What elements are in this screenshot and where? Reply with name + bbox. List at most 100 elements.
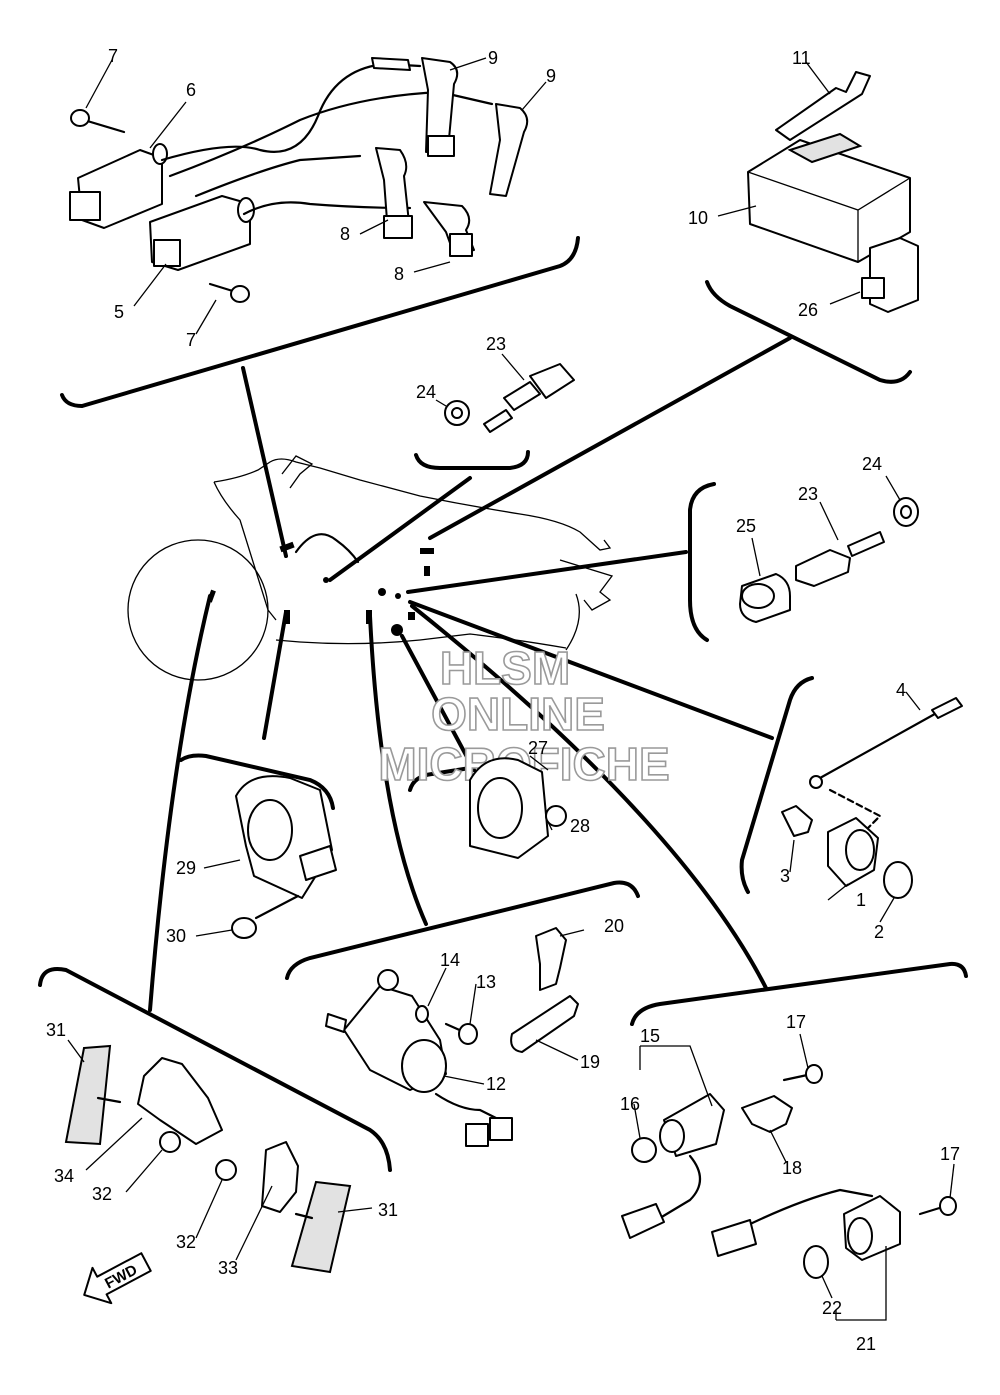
horn-left-bracket bbox=[299, 845, 337, 881]
main-switch-bolt bbox=[781, 805, 813, 837]
callout-6: 6 bbox=[186, 80, 196, 100]
callout-24-upper: 24 bbox=[416, 382, 436, 402]
starter-connector-a bbox=[465, 1123, 489, 1147]
nut-32-right bbox=[215, 1159, 237, 1181]
callout-17-lower: 17 bbox=[940, 1144, 960, 1164]
horn-left-group bbox=[231, 775, 337, 939]
bolt-13 bbox=[458, 1023, 478, 1045]
callout-14: 14 bbox=[440, 950, 460, 970]
spark-plug-cap-4-boot bbox=[449, 233, 473, 257]
callout-8-left: 8 bbox=[340, 224, 350, 244]
bracket-speed-sensor bbox=[630, 961, 968, 1026]
o-ring-16 bbox=[631, 1137, 657, 1163]
callout-18: 18 bbox=[782, 1158, 802, 1178]
main-switch-group bbox=[781, 697, 963, 899]
footrest-bracket-left bbox=[137, 1057, 223, 1145]
callout-7-lower: 7 bbox=[186, 330, 196, 350]
washer-14 bbox=[415, 1005, 429, 1023]
callout-32-left: 32 bbox=[92, 1184, 112, 1204]
callout-16: 16 bbox=[620, 1094, 640, 1114]
bracket-ignition-coil-group bbox=[60, 236, 580, 409]
callout-numbers: 1 2 3 4 5 6 7 7 8 8 9 9 10 11 12 13 14 1… bbox=[46, 46, 960, 1354]
footrest-rubber-left bbox=[64, 1044, 112, 1146]
fwd-direction-marker: FWD bbox=[83, 1252, 152, 1305]
starter-relay-bracket bbox=[535, 927, 567, 991]
callout-9-right: 9 bbox=[546, 66, 556, 86]
callout-12: 12 bbox=[486, 1074, 506, 1094]
o-ring-22 bbox=[803, 1245, 829, 1279]
horn-left-bolt bbox=[231, 917, 257, 939]
sensor-upper-body bbox=[529, 363, 575, 399]
leader-to-horn-left bbox=[262, 610, 288, 740]
speed-sensor-15-connector bbox=[621, 1203, 665, 1239]
sensor-upper-tip bbox=[483, 409, 513, 433]
callout-23-upper: 23 bbox=[486, 334, 506, 354]
starter-connector-b bbox=[489, 1117, 513, 1141]
callout-3: 3 bbox=[780, 866, 790, 886]
sensor-right-group bbox=[739, 497, 919, 623]
bracket-main-switch bbox=[739, 676, 814, 894]
callout-25: 25 bbox=[736, 516, 756, 536]
leader-to-footrests bbox=[148, 594, 212, 1012]
callout-9-left: 9 bbox=[488, 48, 498, 68]
horn-right-group bbox=[469, 757, 567, 859]
clamp-18 bbox=[741, 1095, 793, 1133]
footrest-bracket-right bbox=[261, 1141, 299, 1213]
main-switch-o-ring bbox=[883, 861, 913, 899]
bracket-starter-group bbox=[285, 880, 640, 980]
ecu-unit bbox=[747, 139, 911, 263]
callout-31-left: 31 bbox=[46, 1020, 66, 1040]
callout-23-right: 23 bbox=[798, 484, 818, 504]
motorcycle-silhouette bbox=[127, 455, 614, 681]
bolt-lower-head bbox=[230, 285, 250, 303]
watermark-line-1: HLSM bbox=[440, 642, 570, 694]
callout-8-right: 8 bbox=[394, 264, 404, 284]
callout-11: 11 bbox=[792, 48, 811, 68]
callout-5: 5 bbox=[114, 302, 124, 322]
callout-7-upper: 7 bbox=[108, 46, 118, 66]
ignition-coil-upper-connector bbox=[69, 191, 101, 221]
group-brackets bbox=[38, 236, 968, 1172]
bracket-horn-left bbox=[179, 753, 335, 810]
callout-31-right: 31 bbox=[378, 1200, 398, 1220]
leader-to-starter bbox=[368, 614, 428, 926]
callout-2: 2 bbox=[874, 922, 884, 942]
footrest-group bbox=[64, 1044, 352, 1274]
callout-26: 26 bbox=[798, 300, 818, 320]
starter-lead-boot bbox=[510, 995, 579, 1053]
watermark-line-2: ONLINE bbox=[431, 688, 605, 740]
sensor-upper-group bbox=[444, 363, 575, 433]
callout-29: 29 bbox=[176, 858, 196, 878]
relay-unit bbox=[869, 237, 919, 313]
bolt-upper-shaft bbox=[82, 118, 126, 134]
callout-32-right: 32 bbox=[176, 1232, 196, 1252]
callout-22: 22 bbox=[822, 1298, 842, 1318]
leader-to-main-switch bbox=[408, 600, 774, 740]
horn-right-nut bbox=[545, 805, 567, 827]
starter-motor-group bbox=[325, 927, 579, 1147]
leader-to-horn-right bbox=[400, 634, 476, 772]
callout-4: 4 bbox=[896, 680, 906, 700]
leader-to-ignition bbox=[241, 366, 288, 558]
ecu-strap bbox=[775, 71, 871, 141]
speed-sensor-21-connector bbox=[711, 1219, 757, 1257]
bracket-ecu-group bbox=[705, 280, 912, 384]
callout-21: 21 bbox=[856, 1334, 876, 1354]
leader-to-ecu bbox=[428, 336, 792, 540]
callout-1: 1 bbox=[856, 890, 866, 910]
callout-27: 27 bbox=[528, 738, 548, 758]
spark-plug-cap-2 bbox=[489, 103, 529, 197]
callout-20: 20 bbox=[604, 916, 624, 936]
bolt-upper-head bbox=[70, 109, 90, 127]
relay-connector bbox=[861, 277, 885, 299]
leader-to-speed-sensor bbox=[410, 604, 768, 990]
group-leader-lines bbox=[148, 336, 792, 1012]
callout-17-upper: 17 bbox=[786, 1012, 806, 1032]
ignition-coil-group bbox=[69, 57, 529, 303]
callout-10: 10 bbox=[688, 208, 708, 228]
leader-to-sensor-upper bbox=[328, 476, 472, 582]
callout-13: 13 bbox=[476, 972, 496, 992]
bracket-horn-right bbox=[408, 766, 472, 792]
main-switch-cable bbox=[818, 708, 944, 780]
bolt-17-lower bbox=[939, 1196, 957, 1216]
